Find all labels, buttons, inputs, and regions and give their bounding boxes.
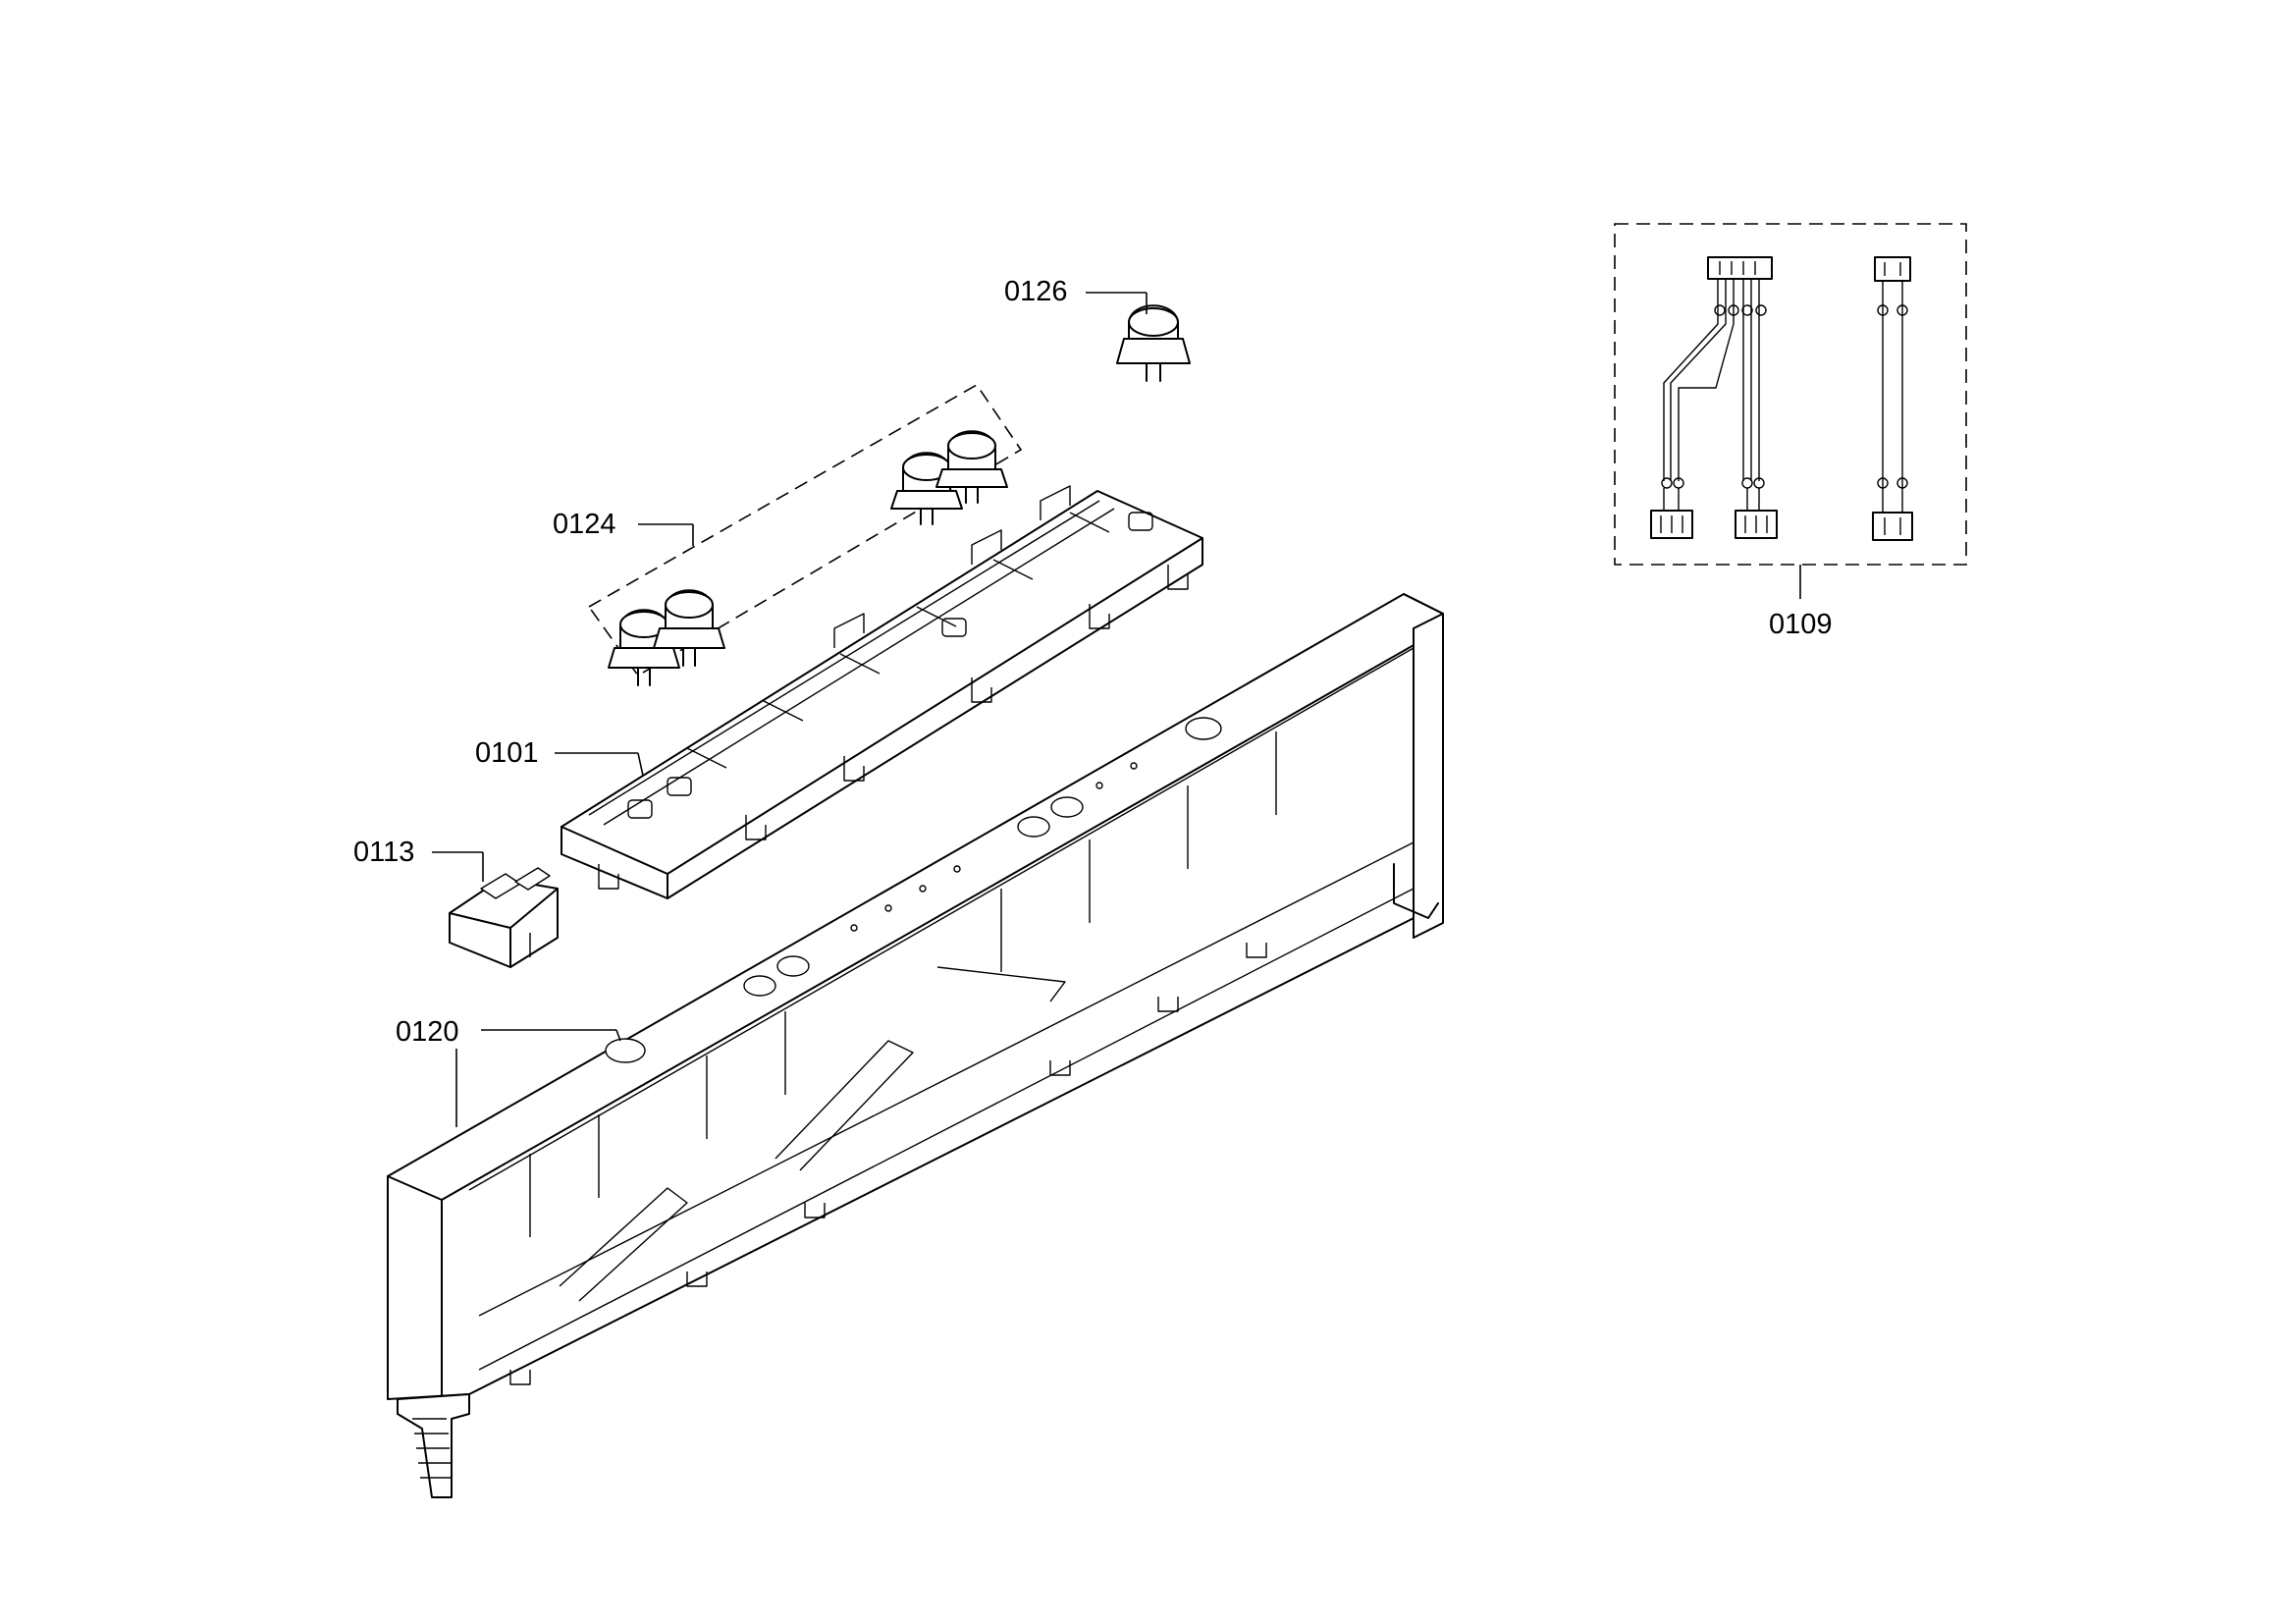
leader-0120-drop [615, 1029, 621, 1042]
wire-harness-0109 [1650, 256, 1913, 541]
leader-0101-drop [637, 752, 644, 777]
label-0120: 0120 [396, 1016, 459, 1048]
label-0101: 0101 [475, 737, 539, 769]
label-0126: 0126 [1004, 276, 1068, 307]
push-buttons-0124-lower [608, 589, 725, 686]
label-0109: 0109 [1769, 609, 1833, 640]
push-buttons-0124-upper [890, 430, 1008, 525]
control-panel-0120 [387, 593, 1444, 1498]
control-module-0101 [561, 485, 1203, 899]
indicator-hole [605, 1038, 646, 1063]
label-0113: 0113 [353, 837, 414, 868]
group-outline-0109 [1614, 223, 1967, 566]
push-button-0126 [1116, 304, 1191, 382]
door-switch-0113 [449, 867, 559, 968]
label-0124: 0124 [553, 509, 616, 540]
